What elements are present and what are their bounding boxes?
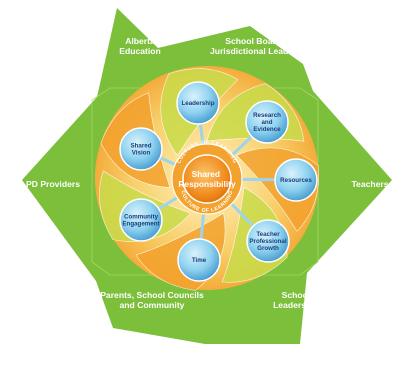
node-circle bbox=[245, 100, 289, 144]
node-label: Time bbox=[192, 257, 207, 264]
label-line: Leadership bbox=[273, 300, 319, 310]
label-line: Teachers bbox=[351, 179, 388, 189]
node-label-line: Growth bbox=[257, 245, 279, 252]
node-circle bbox=[274, 158, 318, 202]
node-label: Leadership bbox=[181, 100, 214, 107]
node-circle bbox=[119, 127, 163, 171]
node-label-line: Time bbox=[192, 257, 207, 264]
label-line: School Board and bbox=[225, 36, 299, 46]
node-leadership: Leadership bbox=[176, 81, 220, 125]
label-line: Alberta bbox=[125, 36, 155, 46]
node-label-line: Engagement bbox=[122, 221, 159, 228]
node-label: Resources bbox=[280, 177, 312, 184]
center-label: Shared Responsibility bbox=[178, 169, 236, 189]
label-pd-providers: PD Providers bbox=[26, 179, 80, 189]
node-label-line: Teacher bbox=[256, 231, 280, 238]
node-label-line: Resources bbox=[280, 177, 312, 184]
node-resources: Resources bbox=[274, 158, 318, 202]
node-circle bbox=[177, 238, 221, 282]
label-teachers: Teachers bbox=[351, 179, 388, 189]
label-line: Parents, School Councils bbox=[100, 290, 204, 300]
node-label-line: Leadership bbox=[181, 100, 214, 107]
node-label-line: Evidence bbox=[253, 126, 281, 133]
center-circle bbox=[182, 154, 232, 204]
node-label-line: Professional bbox=[249, 238, 286, 245]
node-label-line: Vision bbox=[132, 150, 151, 157]
node-circle bbox=[119, 198, 163, 242]
node-label-line: and bbox=[261, 119, 272, 126]
label-line: PD Providers bbox=[26, 179, 80, 189]
node-circle bbox=[246, 219, 290, 263]
label-line: Jurisdictional Leadership bbox=[210, 46, 314, 56]
node-label-line: Research bbox=[253, 112, 281, 119]
node-time: Time bbox=[177, 238, 221, 282]
node-circle bbox=[176, 81, 220, 125]
label-line: and Community bbox=[120, 300, 185, 310]
node-label-line: Community bbox=[124, 214, 159, 221]
node-label-line: Shared bbox=[131, 143, 152, 150]
label-line: School bbox=[282, 290, 311, 300]
label-line: Education bbox=[119, 46, 161, 56]
